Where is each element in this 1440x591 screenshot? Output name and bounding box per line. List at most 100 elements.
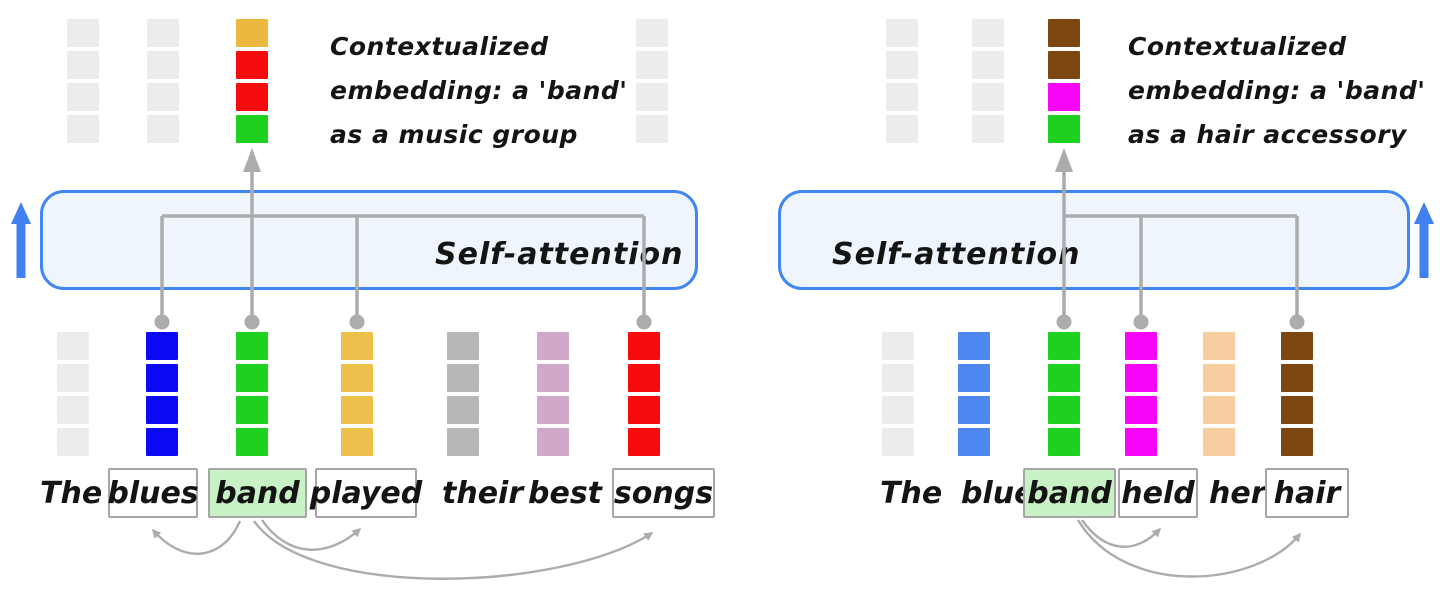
token-box-band-left: band	[208, 468, 307, 518]
embedding-square	[1281, 396, 1313, 424]
embedding-square	[1281, 364, 1313, 392]
embedding-square	[236, 396, 268, 424]
embedding-square	[972, 115, 1004, 143]
token-her: her	[1209, 475, 1266, 511]
context-arrows-right	[1076, 519, 1301, 578]
embedding-square	[236, 428, 268, 456]
ghost-output-stack	[886, 19, 918, 143]
embedding-square	[1048, 83, 1080, 111]
embedding-square	[886, 51, 918, 79]
context-arrows-left	[152, 519, 654, 580]
embedding-square	[57, 396, 89, 424]
ghost-output-stack	[67, 19, 99, 143]
token-box-songs: songs	[612, 468, 715, 518]
token-embedding-stack-her	[1203, 332, 1235, 456]
embedding-square	[447, 364, 479, 392]
ghost-output-stack	[972, 19, 1004, 143]
embedding-square	[447, 332, 479, 360]
embedding-square	[1281, 332, 1313, 360]
left-caption-line-3: as a music group	[330, 120, 578, 149]
up-arrowhead-icon	[243, 148, 261, 172]
embedding-square	[146, 332, 178, 360]
token-embedding-stack-band-left	[236, 332, 268, 456]
embedding-square	[147, 83, 179, 111]
embedding-square	[1281, 428, 1313, 456]
embedding-square	[236, 332, 268, 360]
ghost-output-stack	[147, 19, 179, 143]
token-box-held: held	[1118, 468, 1198, 518]
token-box-band-right: band	[1023, 468, 1116, 518]
embedding-square	[1048, 332, 1080, 360]
embedding-square	[636, 115, 668, 143]
embedding-square	[236, 115, 268, 143]
embedding-square	[628, 396, 660, 424]
embedding-square	[958, 332, 990, 360]
contextual-output-stack-left	[236, 19, 268, 143]
blue-arrowhead-icon	[1414, 202, 1434, 224]
embedding-square	[636, 19, 668, 47]
right-caption: Contextualized embedding: a 'band' as a …	[1128, 25, 1425, 157]
embedding-square	[147, 51, 179, 79]
token-the-right: The	[880, 475, 943, 511]
embedding-square	[341, 364, 373, 392]
token-box-hair: hair	[1265, 468, 1349, 518]
embedding-square	[628, 332, 660, 360]
token-embedding-stack-their	[447, 332, 479, 456]
right-caption-line-1: Contextualized	[1128, 32, 1347, 61]
connector-dot	[244, 314, 260, 330]
token-box-played: played	[310, 468, 422, 518]
ghost-output-stack	[636, 19, 668, 143]
embedding-square	[1048, 396, 1080, 424]
left-caption-line-2: embedding: a 'band'	[330, 76, 628, 105]
token-their: their	[442, 475, 524, 511]
embedding-square	[57, 428, 89, 456]
embedding-square	[1125, 428, 1157, 456]
embedding-square	[236, 19, 268, 47]
token-blue: blue	[961, 475, 1035, 511]
token-box-blues: blues	[107, 468, 199, 518]
embedding-square	[958, 428, 990, 456]
embedding-square	[1048, 428, 1080, 456]
self-attention-label-left: Self-attention	[435, 237, 684, 272]
token-embedding-stack-held	[1125, 332, 1157, 456]
embedding-square	[1125, 332, 1157, 360]
embedding-square	[236, 51, 268, 79]
embedding-square	[628, 364, 660, 392]
embedding-square	[886, 83, 918, 111]
embedding-square	[1203, 396, 1235, 424]
embedding-square	[1203, 364, 1235, 392]
embedding-square	[882, 396, 914, 424]
embedding-square	[57, 332, 89, 360]
embedding-square	[882, 364, 914, 392]
left-caption-line-1: Contextualized	[330, 32, 549, 61]
embedding-square	[236, 83, 268, 111]
token-embedding-stack-band-right	[1048, 332, 1080, 456]
self-attention-label-right: Self-attention	[832, 237, 1081, 272]
embedding-square	[146, 364, 178, 392]
layer-up-arrow-left	[11, 202, 31, 278]
embedding-square	[886, 19, 918, 47]
embedding-square	[146, 428, 178, 456]
right-caption-line-3: as a hair accessory	[1128, 120, 1407, 149]
embedding-square	[67, 115, 99, 143]
embedding-square	[1048, 19, 1080, 47]
connector-dot	[154, 314, 170, 330]
embedding-square	[341, 332, 373, 360]
embedding-square	[447, 396, 479, 424]
embedding-square	[57, 364, 89, 392]
embedding-square	[636, 51, 668, 79]
self-attention-box-left	[40, 190, 698, 290]
embedding-square	[341, 428, 373, 456]
token-embedding-stack-the	[57, 332, 89, 456]
embedding-square	[1125, 364, 1157, 392]
token-embedding-stack-the-right	[882, 332, 914, 456]
embedding-square	[447, 428, 479, 456]
embedding-square	[958, 396, 990, 424]
embedding-square	[67, 83, 99, 111]
right-caption-line-2: embedding: a 'band'	[1128, 76, 1426, 105]
embedding-square	[958, 364, 990, 392]
self-attention-box-right	[778, 190, 1410, 290]
embedding-square	[537, 396, 569, 424]
embedding-square	[537, 332, 569, 360]
token-best: best	[528, 475, 603, 511]
